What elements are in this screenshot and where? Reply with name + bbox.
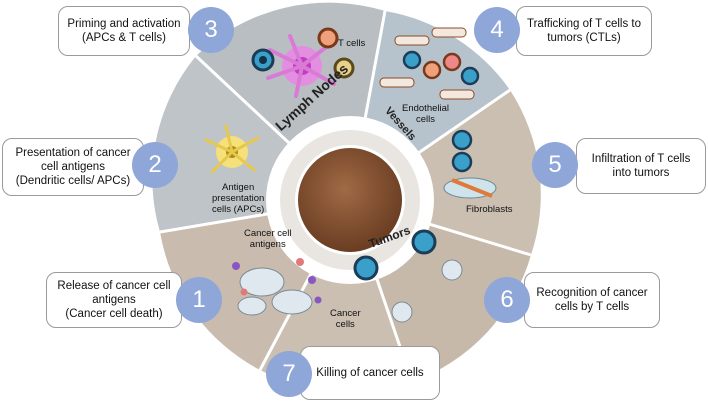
dying-cancer-cells-icon <box>232 258 322 316</box>
step-3-callout: Priming and activation(APCs & T cells) <box>58 6 190 56</box>
core <box>298 148 402 252</box>
killing-t-cell-icon <box>353 255 413 323</box>
dendritic-cell-icon <box>266 34 336 98</box>
step-5-badge: 5 <box>532 142 578 188</box>
step-2-badge: 2 <box>132 142 178 188</box>
step-4-badge: 4 <box>474 7 520 53</box>
step-7-callout: Killing of cancer cells <box>300 346 440 400</box>
label-fibroblasts: Fibroblasts <box>466 204 513 215</box>
apc-cell-icon <box>204 124 260 174</box>
step-3-badge: 3 <box>188 7 234 53</box>
step-1-badge: 1 <box>176 277 222 323</box>
sector-killing <box>260 200 412 393</box>
step-6-badge: 6 <box>484 277 530 323</box>
label-t-cells: T cells <box>338 38 366 49</box>
step-7-badge: 7 <box>266 351 312 397</box>
endothelial-cells-icon <box>379 27 480 100</box>
infiltrating-t-cells-icon <box>443 129 497 199</box>
t-cell-icon <box>251 27 355 79</box>
recognition-t-cell-icon <box>411 229 463 281</box>
